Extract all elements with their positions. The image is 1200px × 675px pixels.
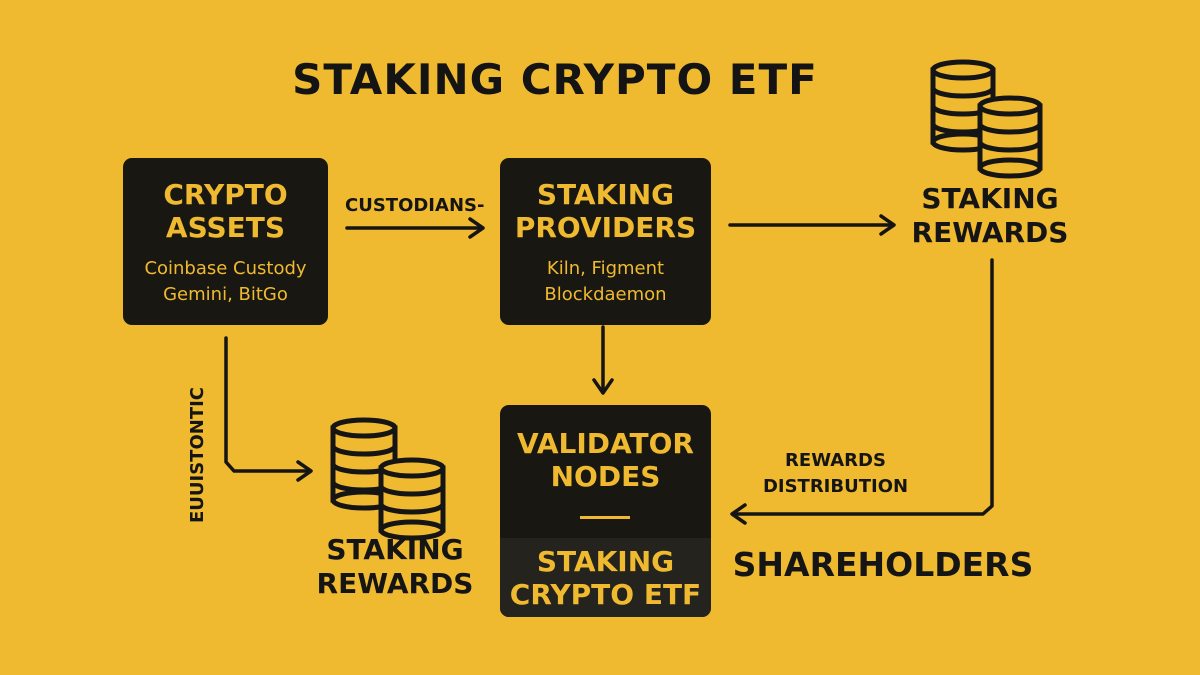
staking-rewards-label-left: STAKING REWARDS <box>316 533 474 600</box>
custodians-label: CUSTODIANS- <box>345 195 485 216</box>
box-divider <box>580 516 630 519</box>
staking-etf-title: STAKING CRYPTO ETF <box>509 545 702 611</box>
diagram-title: STAKING CRYPTO ETF <box>292 55 818 104</box>
crypto-assets-custodians: Coinbase Custody Gemini, BitGo <box>144 258 307 305</box>
crypto-assets-title: CRYPTO ASSETS <box>163 178 288 244</box>
coin-stack-icon <box>930 59 1043 179</box>
vertical-edge-text: EUUISTONTIC <box>187 386 208 524</box>
staking-providers-box: STAKING PROVIDERS Kiln, Figment Blockdae… <box>500 158 711 325</box>
arrow-to-validator-nodes <box>592 325 614 395</box>
staking-rewards-label-right: STAKING REWARDS <box>911 182 1069 249</box>
rewards-distribution-label: REWARDS DISTRIBUTION <box>762 450 909 497</box>
arrow-custodians <box>345 217 485 239</box>
staking-providers-list: Kiln, Figment Blockdaemon <box>544 258 667 305</box>
coin-stack-icon <box>330 417 446 541</box>
vertical-edge-label: EUUISTONTIC <box>186 387 210 523</box>
staking-providers-title: STAKING PROVIDERS <box>514 178 697 244</box>
arrow-to-left-rewards <box>224 336 313 482</box>
arrow-rewards-distribution <box>730 258 994 525</box>
crypto-assets-box: CRYPTO ASSETS Coinbase Custody Gemini, B… <box>123 158 328 325</box>
arrow-to-staking-rewards <box>728 214 896 236</box>
validator-nodes-box: VALIDATOR NODES STAKING CRYPTO ETF <box>500 405 711 617</box>
validator-nodes-title: VALIDATOR NODES <box>517 427 694 493</box>
shareholders-label: SHAREHOLDERS <box>732 545 1034 584</box>
